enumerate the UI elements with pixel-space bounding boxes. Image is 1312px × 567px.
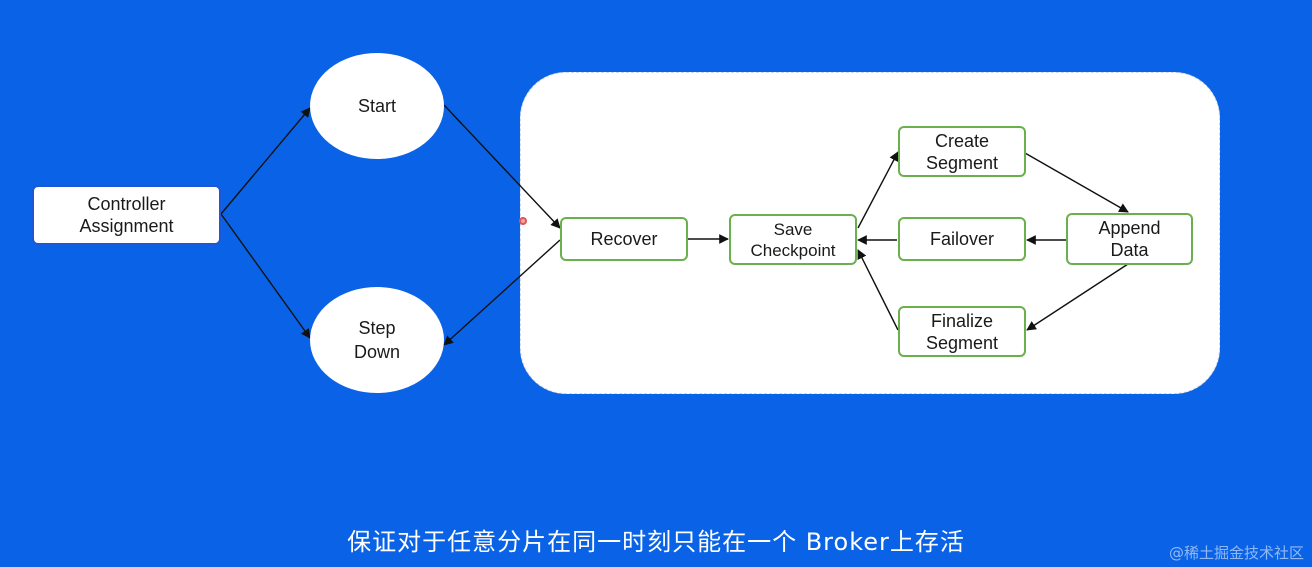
edge-controller-to-start	[220, 107, 311, 215]
node-recover-label: Recover	[590, 229, 658, 249]
node-step-down-label: Step Down	[353, 318, 401, 362]
node-append-data: Append Data	[1066, 213, 1193, 265]
node-controller-assignment: Controller Assignment	[32, 185, 221, 245]
node-finalize-segment-label: Finalize Segment	[925, 310, 999, 353]
node-finalize-segment: Finalize Segment	[898, 306, 1026, 357]
node-recover: Recover	[560, 217, 688, 261]
node-failover: Failover	[898, 217, 1026, 261]
node-save-checkpoint-label: Save Checkpoint	[750, 219, 836, 260]
node-step-down: Step Down	[310, 287, 444, 393]
watermark: @稀土掘金技术社区	[1168, 544, 1304, 562]
node-save-checkpoint: Save Checkpoint	[729, 214, 857, 265]
node-failover-label: Failover	[929, 229, 995, 249]
node-start-label: Start	[357, 96, 396, 116]
node-start: Start	[310, 53, 444, 159]
node-append-data-label: Append Data	[1098, 218, 1161, 260]
node-controller-assignment-label: Controller Assignment	[79, 194, 174, 236]
subtitle-caption: 保证对于任意分片在同一时刻只能在一个 Broker上存活	[347, 528, 965, 556]
cursor-indicator	[519, 217, 527, 225]
node-create-segment: Create Segment	[898, 126, 1026, 177]
node-create-segment-label: Create Segment	[925, 130, 999, 173]
edge-controller-to-stepdown	[220, 213, 311, 339]
